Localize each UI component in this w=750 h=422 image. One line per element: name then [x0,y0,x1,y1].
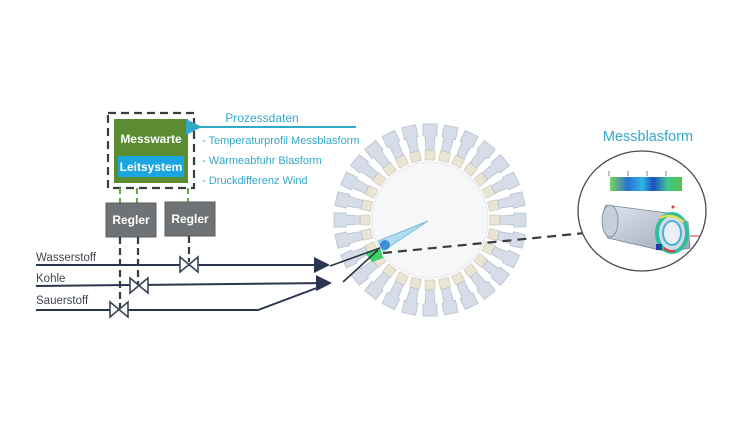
pipe-sauerstoff: Sauerstoff [36,282,331,311]
messwarte-label: Messwarte [120,132,182,146]
regler-2-label: Regler [171,212,209,226]
tuyere [334,228,373,249]
measuring-tuyere-highlight [366,247,383,262]
detail-pointer-line [382,231,586,255]
raceway-bubble [380,240,390,250]
tuyere [381,271,409,311]
pipe-kohle: Kohle [35,273,332,292]
regler-to-valve-lines [118,236,191,310]
valve-sauerstoff [109,300,129,319]
blast-furnace-cross-section [333,123,527,317]
tuyere [438,277,459,316]
tuyere [487,191,526,212]
process-data-group: Prozessdaten - Temperaturprofil Messblas… [186,111,360,187]
process-data-item-1: - Temperaturprofil Messblasform [202,135,360,147]
tuyere [401,277,422,316]
pipe-label-sauerstoff: Sauerstoff [36,295,89,307]
pipe-label-wasserstoff: Wasserstoff [36,252,97,264]
tuyere [451,129,479,169]
tuyere [422,279,438,317]
leitsystem-box [118,156,184,177]
tuyere [401,124,422,163]
tuyere [463,263,496,300]
tuyere [339,171,379,199]
furnace-hearth [371,161,489,279]
tuyere [489,212,527,228]
tuyere [463,140,496,177]
regler-1: Regler [105,202,157,238]
control-dashed-border [106,111,196,190]
tuyere [381,129,409,169]
raceway-highlight [329,220,429,283]
messblasform-title: Messblasform [603,129,693,145]
tuyere [451,271,479,311]
tuyere [473,253,510,286]
temperature-profile-strip [610,177,682,191]
tuyere [350,154,387,187]
process-data-item-2: - Wärmeabfuhr Blasform [202,155,322,167]
regler-2: Regler [164,201,216,237]
leitsystem-label: Leitsystem [120,160,183,174]
valve-kohle [129,276,149,295]
tuyere [364,263,397,300]
pipe-label-kohle: Kohle [36,273,65,285]
process-data-item-3: - Druckdifferenz Wind [202,175,308,187]
control-to-regler-connectors [119,188,189,203]
tuyere [438,124,459,163]
control-room-group: Messwarte Leitsystem [106,111,196,190]
tuyere [481,171,521,199]
tuyere [481,241,521,269]
tuyere [333,212,371,228]
tuyere [364,140,397,177]
valve-wasserstoff [179,255,199,274]
tuyere [422,123,438,161]
tuyere [334,191,373,212]
process-data-title: Prozessdaten [225,111,298,125]
messblasform-detail: Messblasform [577,129,707,272]
tuyere [473,154,510,187]
regler-1-label: Regler [112,213,150,227]
